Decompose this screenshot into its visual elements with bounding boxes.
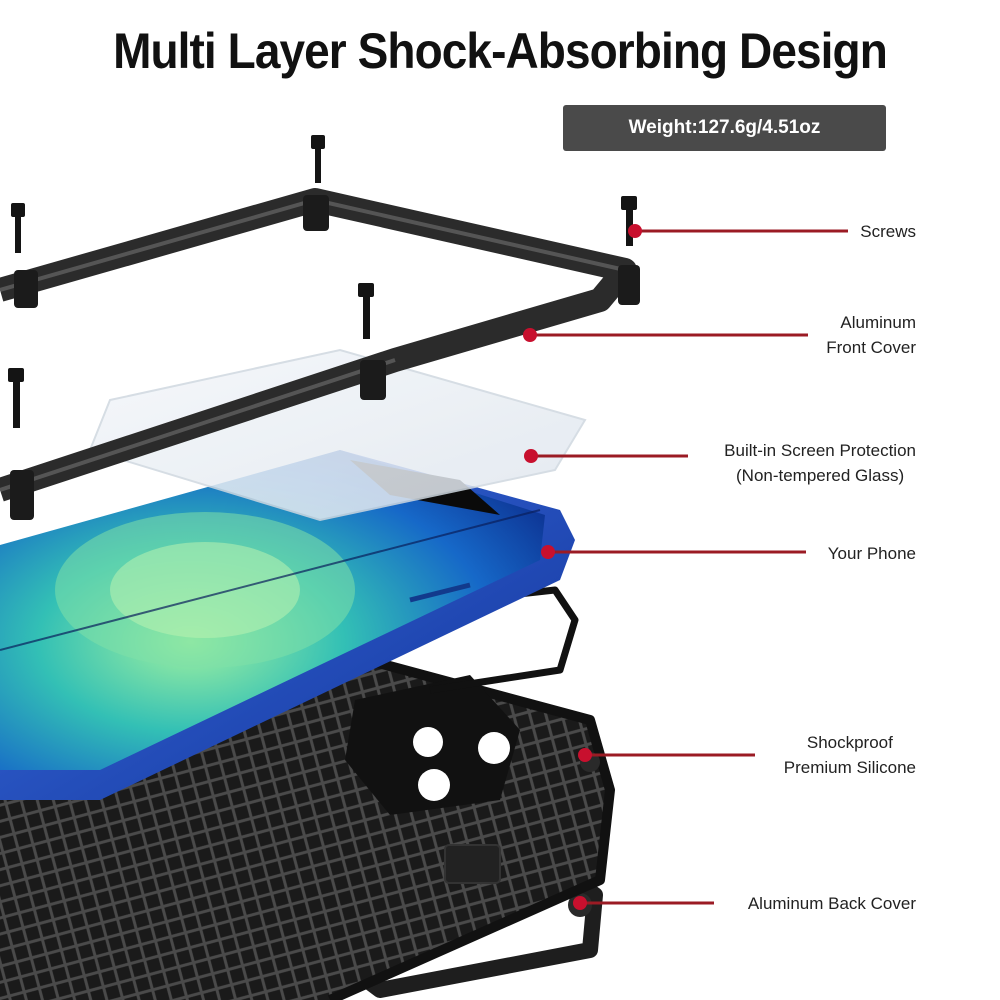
callout-lines [523,224,848,910]
weight-badge: Weight:127.6g/4.51oz [563,105,886,151]
label-silicone: Shockproof Premium Silicone [783,733,916,777]
label-screws: Screws [860,222,916,241]
front-frame-shape [0,188,640,520]
label-phone: Your Phone [827,544,916,563]
label-front-cover: Aluminum Front Cover [826,313,916,357]
phone-shape [0,450,575,800]
label-back-cover: Aluminum Back Cover [747,894,916,913]
label-screen-protection: Built-in Screen Protection (Non-tempered… [724,441,916,485]
page-title: Multi Layer Shock-Absorbing Design [113,23,888,79]
